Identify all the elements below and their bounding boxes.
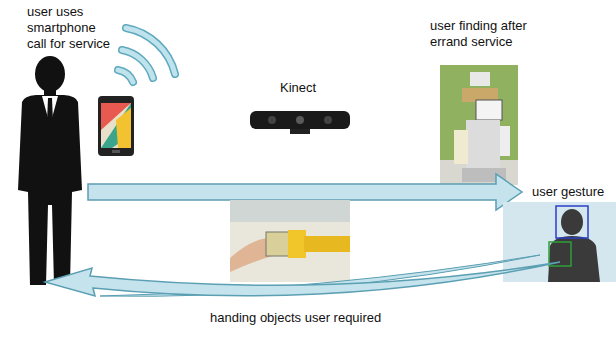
handover-photo-part [230,200,350,222]
wireless-waves-part [126,28,175,74]
person-silhouette [18,56,82,285]
robot-photo-part [454,130,468,164]
kinect-sensor [250,111,350,134]
wireless-waves-part [122,50,153,78]
smartphone-icon-part [98,96,134,156]
kinect-sensor-part [268,116,276,124]
person-silhouette-part [18,95,82,285]
robot-photo [440,65,518,185]
robot-photo-part [470,72,490,86]
caption-label: user gesture [532,184,604,200]
smartphone-icon [98,96,134,156]
wireless-waves [118,28,175,82]
handover-photo-part [230,200,350,282]
wireless-waves-part [118,70,133,82]
robot-photo-part [440,65,518,185]
person-silhouette-part [35,56,65,92]
return-arrow [45,255,560,296]
kinect-sensor-part [250,111,350,129]
caption-label: user finding after errand service [430,18,542,50]
kinect-sensor-part [324,116,332,124]
gesture-panel-part [561,209,583,235]
return-arrow-part [45,262,560,296]
person-silhouette-part [47,98,53,126]
smartphone-icon-part [116,108,131,148]
caption-label: user uses smartphone call for service [27,4,114,52]
smartphone-icon-part [101,103,131,148]
caption-label: handing objects user required [210,310,381,326]
handover-photo-part [304,236,350,252]
kinect-sensor-part [296,116,304,124]
gesture-panel-part [556,206,588,238]
gesture-panel-part [548,236,600,282]
wireless-waves-part [118,70,133,82]
smartphone-icon-part [101,103,131,148]
smartphone-icon-part [112,150,120,153]
robot-photo-part [476,100,502,120]
handover-photo-part [288,230,306,258]
wireless-waves-part [126,28,175,74]
robot-photo-part [466,120,500,168]
device-label: Kinect [280,80,316,96]
wireless-waves-part [122,50,153,78]
gesture-panel-part [554,246,564,264]
handover-photo [230,200,350,282]
robot-photo-part [500,126,510,156]
